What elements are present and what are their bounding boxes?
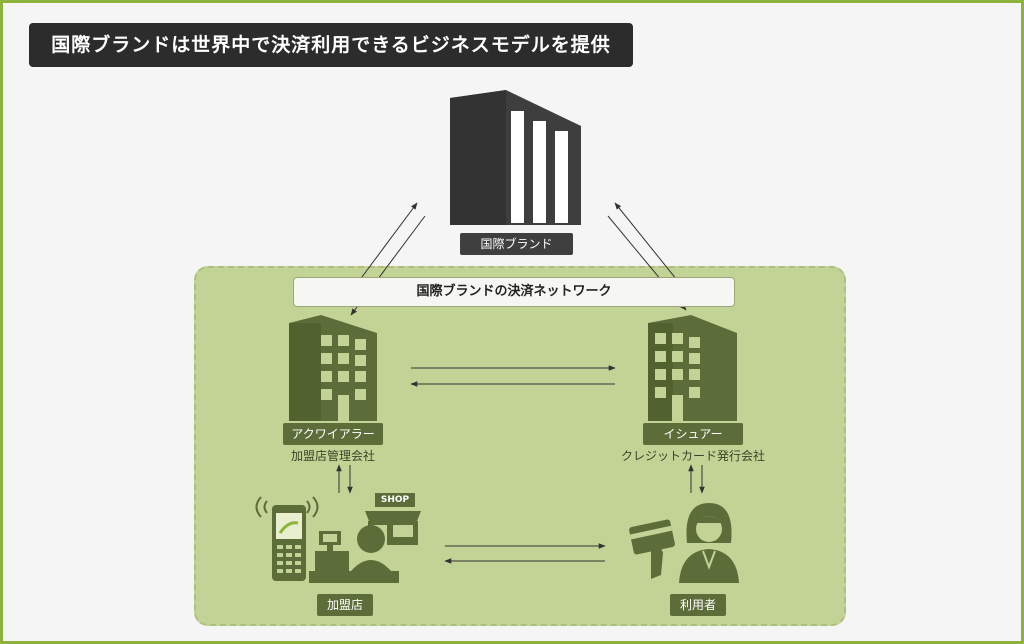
acquirer-merchant-arrows	[336, 464, 353, 494]
page-title: 国際ブランドは世界中で決済利用できるビジネスモデルを提供	[29, 23, 633, 67]
acquirer-building-icon	[289, 315, 377, 421]
clerk-icon	[351, 525, 391, 571]
merchant-user-arrows	[444, 543, 606, 564]
payment-terminal-icon	[255, 496, 319, 581]
merchant-label: 加盟店	[317, 594, 373, 616]
issuer-sub-label: クレジットカード発行会社	[620, 449, 765, 463]
acquirer-sub-label: 加盟店管理会社	[290, 449, 375, 463]
user-person-icon	[679, 503, 739, 583]
acquirer-label: アクワイアラー	[283, 423, 383, 445]
issuer-building-icon	[648, 315, 737, 421]
cash-register-icon	[309, 531, 399, 583]
brand-building-icon	[450, 90, 581, 225]
network-label: 国際ブランドの決済ネットワーク	[293, 277, 735, 307]
issuer-label: イシュアー	[643, 423, 743, 445]
issuer-user-arrows	[688, 464, 705, 494]
user-label: 利用者	[670, 594, 726, 616]
shop-sign: SHOP	[380, 495, 410, 505]
diagram-graphics	[255, 90, 739, 583]
brand-label: 国際ブランド	[460, 233, 573, 255]
acquirer-issuer-arrows	[410, 365, 616, 387]
credit-card-icon	[629, 519, 675, 579]
